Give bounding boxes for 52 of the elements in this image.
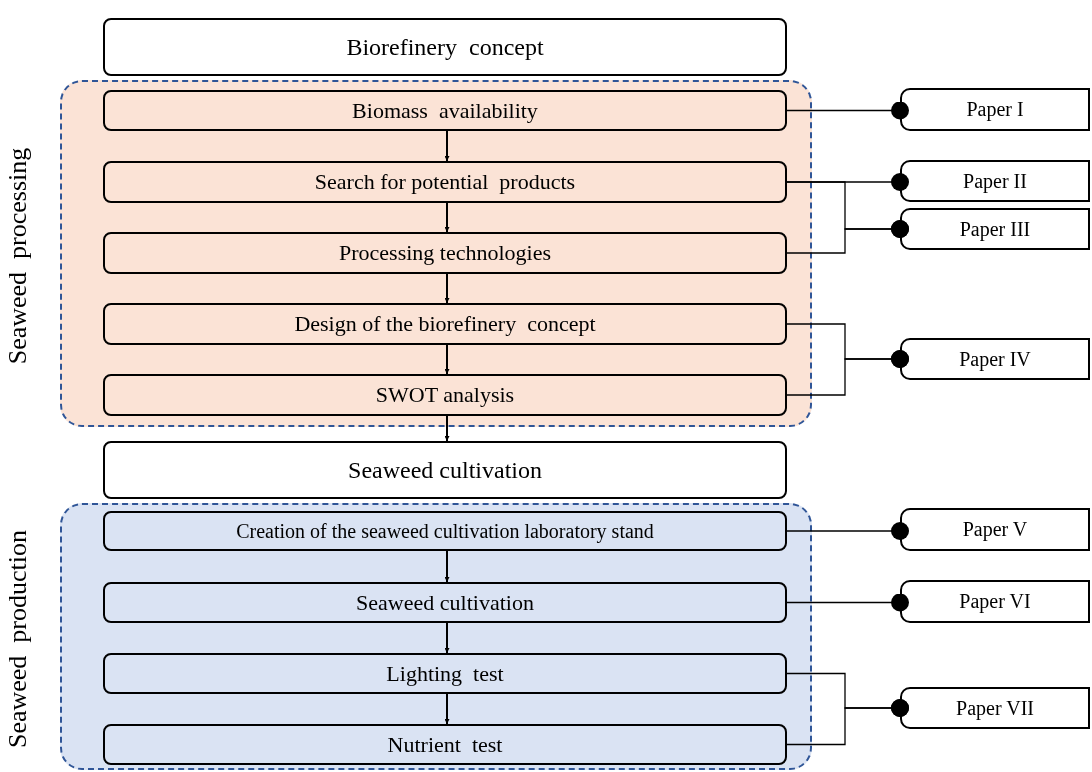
connector-line xyxy=(786,522,909,540)
box-text: Paper IV xyxy=(959,346,1031,372)
process-box xyxy=(103,374,787,416)
box-text: Lighting test xyxy=(386,659,504,688)
group-heading: Seaweed production xyxy=(5,528,31,750)
box-text: Design of the biorefinery concept xyxy=(294,310,596,338)
paper-box xyxy=(900,88,1090,131)
box-text: Seaweed cultivation xyxy=(348,456,542,485)
process-box xyxy=(103,90,787,131)
process-box xyxy=(103,582,787,623)
arrow xyxy=(444,202,450,233)
arrow xyxy=(444,550,450,583)
connector-line xyxy=(786,350,909,396)
process-box xyxy=(103,232,787,274)
box-text: Biorefinery concept xyxy=(346,33,544,62)
box-text: Creation of the seaweed cultivation laboratory stand xyxy=(236,518,654,544)
connector-line xyxy=(786,699,909,746)
group-heading: Seaweed processing xyxy=(5,146,31,366)
process-box xyxy=(103,724,787,765)
paper-box xyxy=(900,160,1090,202)
box-text: Biomass availability xyxy=(352,96,538,125)
box-text: Paper VI xyxy=(959,589,1031,614)
arrow xyxy=(444,130,450,162)
arrow xyxy=(444,693,450,725)
paper-box xyxy=(900,508,1090,551)
connector-line xyxy=(786,593,909,612)
process-box xyxy=(103,161,787,203)
process-box xyxy=(103,653,787,694)
arrow xyxy=(444,622,450,654)
paper-box xyxy=(900,208,1090,250)
box-text: Paper V xyxy=(962,517,1028,542)
connector-line xyxy=(786,220,909,254)
paper-box xyxy=(900,338,1090,380)
box-text: Paper III xyxy=(959,216,1031,242)
arrow xyxy=(444,415,450,442)
box-text: Processing technologies xyxy=(339,239,551,267)
box-text: Paper II xyxy=(963,168,1027,194)
box-text: SWOT analysis xyxy=(375,381,515,409)
box-text: Search for potential products xyxy=(314,168,576,196)
arrow xyxy=(444,273,450,304)
process-box xyxy=(103,511,787,551)
box-text: Nutrient test xyxy=(387,730,503,759)
box-text: Seaweed cultivation xyxy=(356,588,534,617)
box-text: Paper VII xyxy=(956,695,1034,721)
process-box xyxy=(103,303,787,345)
box-text: Paper I xyxy=(966,97,1024,122)
paper-box xyxy=(900,580,1090,623)
stage-box xyxy=(103,18,787,76)
stage-box xyxy=(103,441,787,499)
connector-line xyxy=(786,101,909,120)
paper-box xyxy=(900,687,1090,729)
arrow xyxy=(444,344,450,375)
